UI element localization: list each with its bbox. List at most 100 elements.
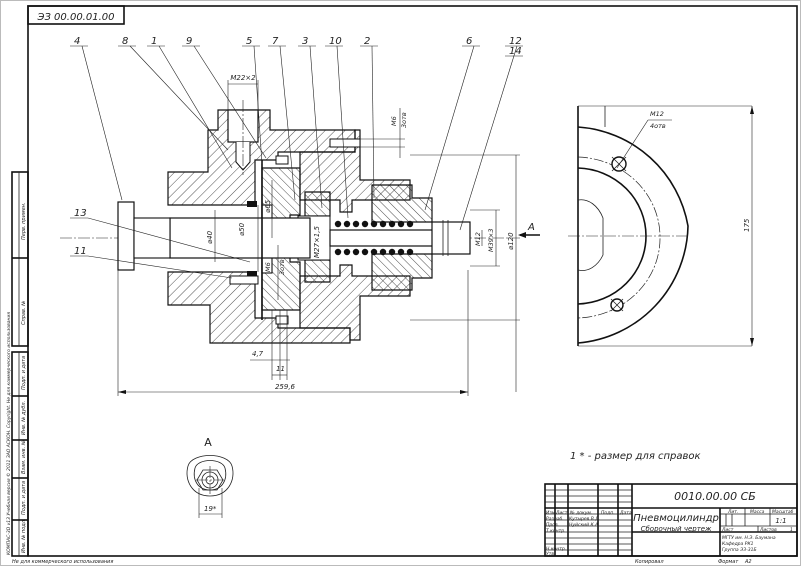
side-primary-use: Перв. примен. <box>21 202 27 240</box>
dim-m39: M39×3 <box>487 229 495 252</box>
dim-height-175: 175 <box>743 218 751 232</box>
bolt-m6-upper <box>329 138 361 148</box>
callout-label: 7 <box>272 36 279 47</box>
dim-m6-lower: M6 <box>264 262 272 272</box>
seal-upper <box>247 201 257 207</box>
tb-role-2: Т.контр. <box>546 528 566 534</box>
callout-label: 11 <box>74 246 87 257</box>
callout-10: 10 <box>325 36 349 219</box>
callout-12: 12 <box>459 36 523 231</box>
callout-label: 1 <box>151 36 157 47</box>
spring-coil <box>343 220 351 228</box>
dimensions: M22×2 M6 3отв ⌀65 ⌀50 ⌀40 M6 3отв M27×1,… <box>117 74 540 396</box>
dim-holes-top: 3отв <box>400 112 408 128</box>
dim-m27: M27×1,5 <box>313 226 321 258</box>
dim-m12-flange: M12 <box>650 110 664 118</box>
tb-name: Пневмоцилиндр <box>633 513 719 524</box>
spring-coil <box>379 248 387 256</box>
spring-coil <box>379 220 387 228</box>
callout-9: 9 <box>182 36 267 159</box>
dim-m6-top: M6 <box>390 116 398 126</box>
dim-d120: ⌀120 <box>507 232 515 250</box>
tb-col-sign: Подп. <box>601 510 615 516</box>
callout-3: 3 <box>298 36 323 209</box>
spring-coil <box>352 220 360 228</box>
spring-coil <box>343 248 351 256</box>
side-sign-date-1: Подп. и дата <box>21 356 27 390</box>
code-stamp: ЭЗ 00.00.01.00 <box>27 5 125 25</box>
copied-label: Копировал <box>635 559 664 565</box>
callout-6: 6 <box>424 36 480 211</box>
dim-holes-lower: 3отв <box>278 259 286 275</box>
dim-d65: ⌀65 <box>264 199 272 213</box>
callout-label: 6 <box>466 36 472 47</box>
dim-d40: ⌀40 <box>206 230 214 244</box>
spring-coil <box>397 220 405 228</box>
tb-scale-label: Масштаб <box>772 509 794 515</box>
spring-coil <box>352 248 360 256</box>
callout-1: 1 <box>147 36 233 169</box>
callout-8: 8 <box>118 36 229 151</box>
view-a: A 19* <box>186 436 234 518</box>
format-value: А2 <box>744 559 752 565</box>
side-orig-no: Инв. № подл. <box>21 519 27 554</box>
callout-14: 14 <box>505 46 523 57</box>
dim-overall-length: 259,6 <box>275 383 296 391</box>
spring-coil <box>388 220 396 228</box>
spring-coil <box>388 248 396 256</box>
callout-label: 5 <box>246 36 252 47</box>
spring-coil <box>406 248 414 256</box>
callout-label: 12 <box>509 36 522 47</box>
dim-m12: M12 <box>474 232 482 246</box>
tb-col-list: Лист <box>555 510 568 516</box>
side-stamp: Перв. примен. Справ. № Подп. и дата Инв.… <box>5 171 29 557</box>
code-stamp-text: ЭЗ 00.00.01.00 <box>36 12 114 23</box>
section-view <box>60 100 520 344</box>
tb-sheets-label: Листов <box>759 527 777 533</box>
callout-2: 2 <box>360 36 378 199</box>
tb-doc-type: Сборочный чертеж <box>641 525 712 533</box>
tb-col-izm: Изм <box>546 510 556 516</box>
tb-col-doc: № докум. <box>569 510 592 516</box>
tb-sheet-label: Лист <box>721 527 734 533</box>
callout-7: 7 <box>268 36 296 201</box>
dim-thread-top: M22×2 <box>230 74 256 82</box>
spring-coil <box>397 248 405 256</box>
side-replace-no: Взам. инв. № <box>21 440 27 474</box>
bolt-m6-lower <box>229 275 259 285</box>
tb-scale-value: 1:1 <box>775 517 786 525</box>
side-license-text: КОМПАС-3D v13 Учебная версия © 2011 ЗАО … <box>5 312 12 555</box>
spring-coil <box>361 248 369 256</box>
spring-coil <box>334 248 342 256</box>
dim-4-7: 4,7 <box>252 350 264 358</box>
dim-d50: ⌀50 <box>238 222 246 236</box>
tb-role-1: Пров. <box>546 522 559 528</box>
tb-sheets-value: 1 <box>790 527 793 533</box>
dim-holes-flange: 4отв <box>650 122 666 130</box>
callout-label: 8 <box>122 36 128 47</box>
spring-coil <box>361 220 369 228</box>
format-label: Формат <box>718 559 739 565</box>
tb-person-1: Нуйский К.А. <box>569 522 600 528</box>
tb-role-0: Разраб. <box>546 516 564 522</box>
side-dup-no: Инв. № дубл. <box>21 401 27 435</box>
view-a-label: A <box>204 436 212 449</box>
callout-label: 3 <box>302 36 308 47</box>
tb-role-5: Утв. <box>546 551 555 557</box>
callout-label: 2 <box>364 36 370 47</box>
section-arrow-label: A <box>527 222 535 233</box>
callout-label: 13 <box>74 208 87 219</box>
callout-label: 10 <box>329 36 342 47</box>
dim-width-19: 19* <box>204 505 217 513</box>
callout-label: 14 <box>509 46 522 57</box>
rod-left <box>169 217 311 259</box>
tb-designation: 0010.00.00 СБ <box>674 490 756 503</box>
reference-note: 1 * - размер для справок <box>570 451 701 462</box>
callout-label: 4 <box>74 36 80 47</box>
tb-org-3: Группа ЭЗ-31Б <box>722 547 757 553</box>
spring-coil <box>370 248 378 256</box>
seal-lower <box>247 271 257 277</box>
tb-org-2: Кафедра РК1 <box>722 541 754 547</box>
callout-13: 13 <box>70 208 251 263</box>
